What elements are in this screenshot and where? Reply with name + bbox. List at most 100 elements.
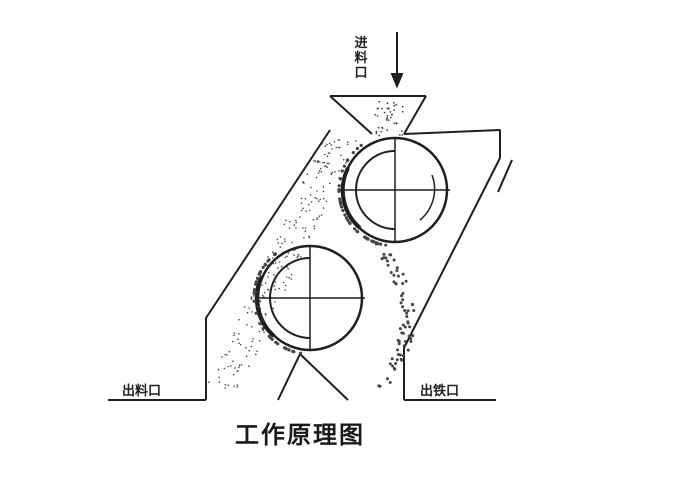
particle [250,345,253,348]
particle [395,269,399,273]
particle [274,340,278,344]
particle [322,207,325,209]
particle [353,227,357,231]
particle [393,122,396,125]
particle [263,331,265,334]
particle [382,252,386,256]
particle [318,215,321,217]
particle [263,292,266,294]
particle [396,338,400,342]
particle [404,340,407,343]
particle [254,311,258,315]
particle [385,118,388,121]
particle [381,107,383,110]
particle [308,235,310,238]
particle [387,107,389,110]
particle [262,294,264,297]
particle [315,176,318,179]
particle [346,158,350,162]
particle [330,172,333,175]
particle [254,280,258,284]
particle [395,103,398,106]
particle [377,126,380,129]
particle [253,288,257,292]
particle [250,296,253,298]
particle [406,309,410,313]
particle [287,252,290,254]
particle [335,146,338,149]
particle [308,209,311,212]
particle [401,292,405,295]
particle [284,284,287,287]
particle [248,349,250,352]
particle [337,188,341,192]
particle [401,323,405,327]
particle [406,320,410,324]
particle [325,165,327,168]
particle [401,134,404,136]
particle [290,273,293,276]
particle [264,313,267,315]
particle [386,263,390,267]
particle [274,281,277,283]
particle [288,227,291,229]
particle [316,197,318,200]
particle [279,246,282,248]
particle [276,238,279,241]
particle [255,291,258,293]
particle [394,282,398,286]
particle [240,364,243,366]
particle [296,256,299,259]
particle [326,162,329,165]
particle [286,276,288,278]
lower-magnetic-drum [254,244,365,352]
particle [272,307,275,310]
particle [236,384,239,386]
particle [230,365,232,367]
particle [314,197,316,199]
particle [261,327,265,331]
particle [310,201,313,203]
particle [383,111,386,114]
feed-hopper [329,95,427,135]
housing-frame [108,129,513,401]
particle [316,190,318,192]
particle [324,165,326,167]
particle [389,271,393,274]
particle [300,256,302,258]
particle [397,342,401,346]
particle [224,387,226,389]
particle [273,252,277,256]
particle [258,270,262,274]
particle [292,350,296,354]
particle [345,162,347,164]
particle [246,324,248,326]
particle [384,243,388,247]
particle [385,377,389,381]
particle [378,134,380,137]
particle [284,347,288,351]
particle [299,258,302,260]
particle [232,340,234,343]
particle [226,354,228,356]
particle [400,294,403,298]
particle [243,306,246,308]
particle [323,162,326,164]
particle [293,254,295,256]
particle [338,169,340,172]
particle [304,230,307,232]
particle [401,105,404,108]
particle [281,242,283,245]
particle [359,143,363,147]
particle [224,353,227,356]
particle [266,264,269,267]
particle [392,273,396,277]
particle [293,249,295,252]
particle [306,173,309,175]
particle [234,367,236,369]
particle [309,194,312,196]
particle [277,267,279,269]
particle [232,360,234,363]
particle [374,242,378,246]
